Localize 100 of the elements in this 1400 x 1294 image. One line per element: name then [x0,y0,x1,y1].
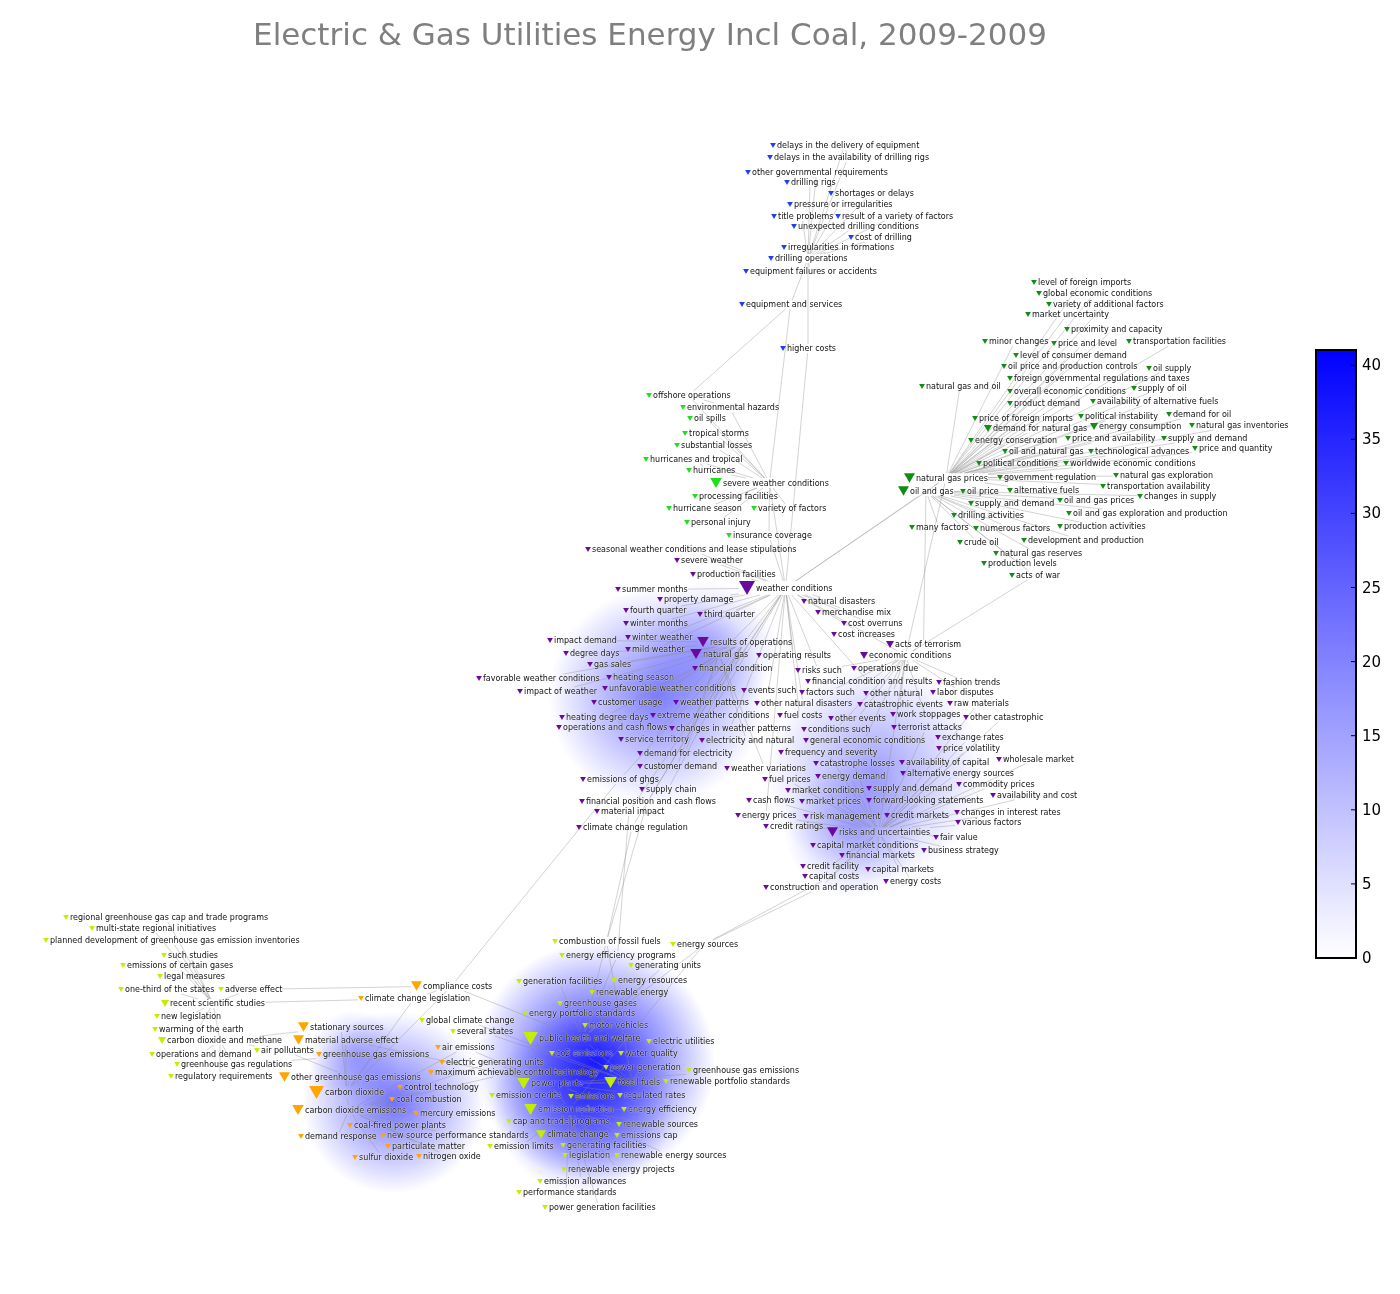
node-label: wholesale market [1003,755,1074,764]
node-label: tropical storms [689,429,749,438]
node-label: availability of alternative fuels [1097,397,1219,406]
edge-line [809,161,847,255]
edge-line [952,407,1038,474]
node-label: commodity prices [963,780,1035,789]
node-label: natural gas inventories [1196,421,1289,430]
edge-line [770,539,784,582]
node-label: oil and gas [910,486,954,496]
node-label: other governmental requirements [752,168,888,177]
node-label: drilling rigs [791,178,836,187]
edge-line [180,993,199,1000]
node-label: legal measures [164,972,225,981]
node-label: level of consumer demand [1020,351,1127,360]
edge-line [720,437,765,479]
node-label: such studies [168,951,218,960]
node-label: political conditions [983,459,1058,468]
node-label: government regulation [1004,473,1096,482]
node-label: drilling activities [958,511,1024,520]
edge-line [731,411,768,479]
node-label: minor changes [989,337,1049,346]
edge-line [719,449,763,479]
node-label: operations and demand [156,1050,252,1059]
node-label: global economic conditions [1043,289,1153,298]
node-label: seasonal weather conditions and lease stipulations [592,545,797,554]
edge-line [194,980,210,1000]
edge-line [222,1044,231,1061]
node-label: oil price and production controls [1008,362,1138,371]
node-label: technological advances [1095,447,1190,456]
edge-line [953,491,1138,496]
node-label: equipment failures or accidents [750,267,877,276]
node-label: worldwide economic conditions [1070,459,1196,468]
node-label: one-third of the states [125,985,215,994]
node-label: greenhouse gas regulations [181,1060,293,1069]
node-label: development and production [1028,536,1144,545]
edge-line [937,495,1002,525]
node-label: result of a variety of factors [842,212,954,221]
node-label: many factors [916,523,969,532]
edge-line [795,482,940,582]
node-label: demand for natural gas [993,424,1088,433]
node-label: transportation availability [1107,482,1211,491]
node-label: personal injury [691,518,751,527]
edge-line [987,477,998,479]
edge-line [953,493,1104,510]
node-label: natural gas and oil [926,382,1001,391]
node-label: planned development of greenhouse gas emission inventories [50,936,300,945]
node-label: equipment and services [746,300,843,309]
node-label: air pollutants [261,1046,314,1055]
node-label: proximity and capacity [1071,325,1163,334]
node-label: adverse effect [225,985,283,994]
node-label: oil and natural gas [1009,447,1084,456]
edge-line [984,482,1009,487]
node-label: availability and cost [997,791,1078,800]
node-label: other catastrophic [970,713,1044,722]
node-label: oil spills [694,414,726,423]
node-label: severe weather [681,556,744,565]
edge-line [987,452,1193,475]
edge-line [987,467,1073,476]
node-label: price and level [1058,339,1118,348]
edge-line [973,429,1214,474]
node-label: offshore operations [653,391,731,400]
node-label: production facilities [697,570,776,579]
edge-line [952,395,1061,474]
node-label: regulatory requirements [175,1072,273,1081]
edge-line [814,230,849,255]
node-label: supply and demand [1168,434,1248,443]
colorbar-tick-label: 30 [1362,504,1382,523]
node-label: price of foreign imports [979,414,1073,423]
colorbar-tick-label: 35 [1362,430,1382,449]
edge-line [927,495,938,524]
edge-line [808,262,810,268]
node-label: production activities [1064,522,1146,531]
node-label: recent scientific studies [170,999,265,1008]
edge-line [710,422,765,479]
node-label: acts of war [1016,571,1061,580]
node-label: severe weather conditions [723,478,829,488]
edge-line [772,487,786,505]
edge-line [812,197,867,255]
node-label: unexpected drilling conditions [798,222,919,231]
node-label: regional greenhouse gas cap and trade programs [70,913,269,922]
edge-line [769,308,791,479]
edge-line [706,463,754,479]
node-label: natural gas reserves [1000,549,1083,558]
chart-title: Electric & Gas Utilities Energy Incl Coal, 2009-2009 [253,16,1047,52]
edge-line [965,418,1181,474]
node-label: oil price [967,487,999,496]
node-label: oil supply [1153,364,1192,373]
edge-line [807,186,811,255]
colorbar-tick-label: 25 [1362,578,1382,597]
edge-line [259,1031,299,1037]
node-label: variety of factors [758,504,827,513]
node-label: changes in supply [1144,492,1217,501]
colorbar-tick-label: 40 [1362,356,1382,375]
node-label: hurricane season [673,504,742,513]
edge-line [948,345,1014,474]
edge-line [953,494,981,500]
node-label: price and availability [1072,434,1156,443]
edge-line [693,308,786,392]
node-label: higher costs [787,344,836,353]
edge-line [933,482,939,487]
